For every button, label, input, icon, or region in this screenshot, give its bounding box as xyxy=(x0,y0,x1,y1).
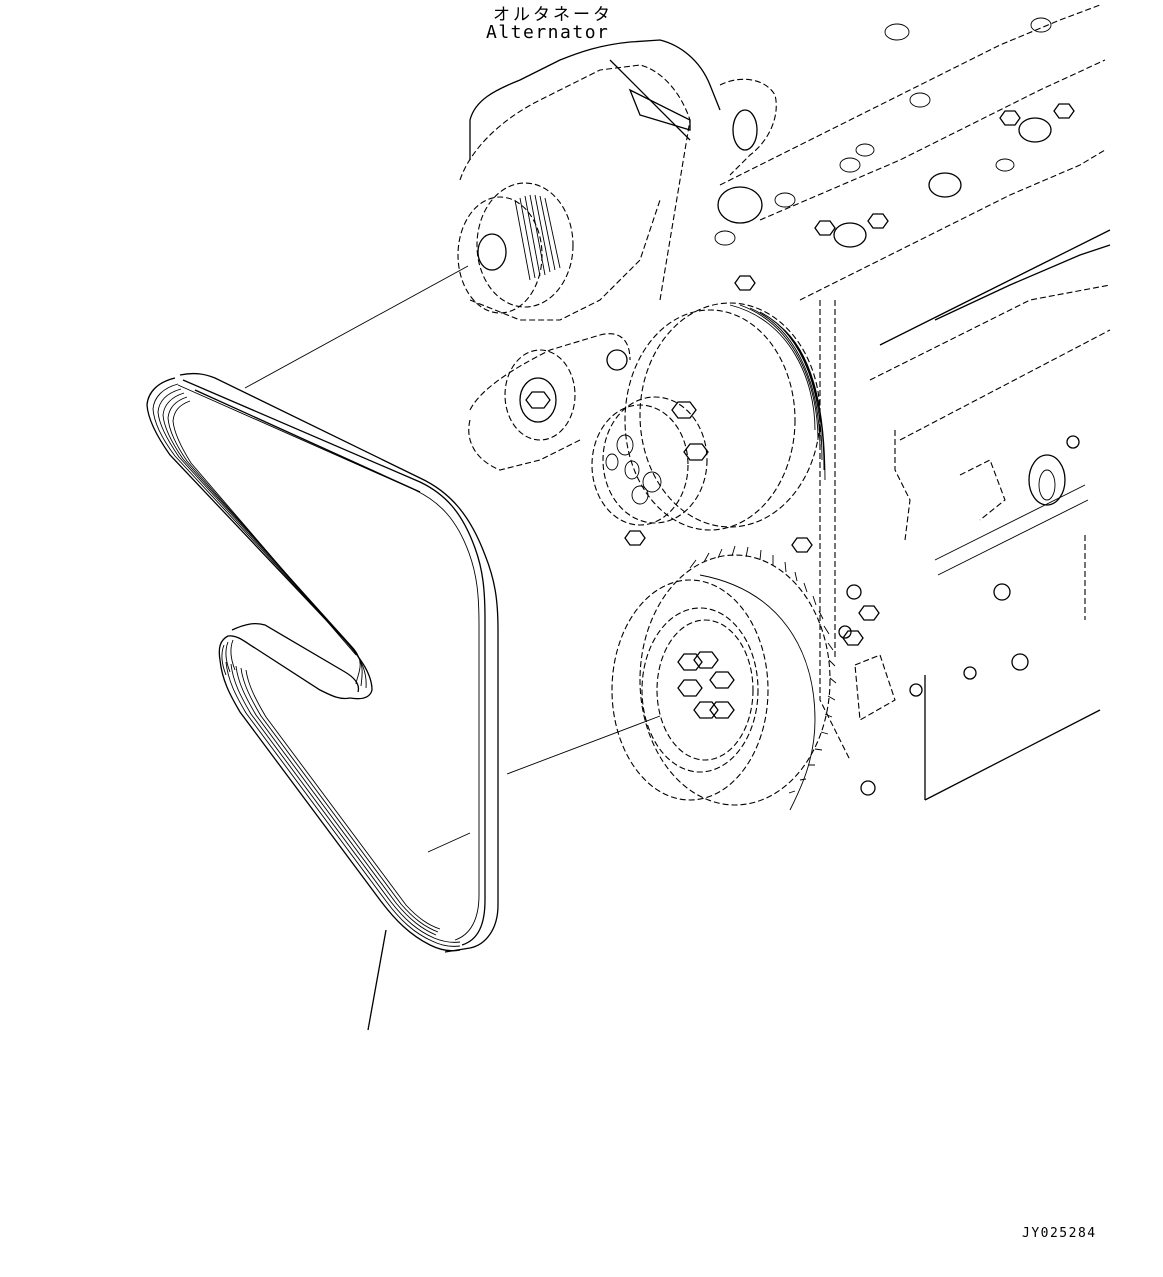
leader-line-belt xyxy=(367,929,387,1031)
crankshaft-damper xyxy=(611,545,837,811)
leader-line-label xyxy=(495,45,650,55)
leader-line-alternator xyxy=(244,265,469,389)
leader-line-belt-inner xyxy=(427,832,471,853)
alternator-label-en: Alternator xyxy=(486,22,610,43)
leader-line-crank xyxy=(506,715,661,775)
alternator-label-jp: オルタネータ xyxy=(493,5,613,25)
idler-pulley xyxy=(591,396,709,526)
water-pump-pulley xyxy=(624,302,826,531)
figure-id: JY025284 xyxy=(1022,1226,1097,1241)
alternator xyxy=(457,39,777,321)
engine-block xyxy=(624,4,1111,801)
belt-tensioner xyxy=(468,333,631,471)
drive-belt xyxy=(146,372,499,953)
